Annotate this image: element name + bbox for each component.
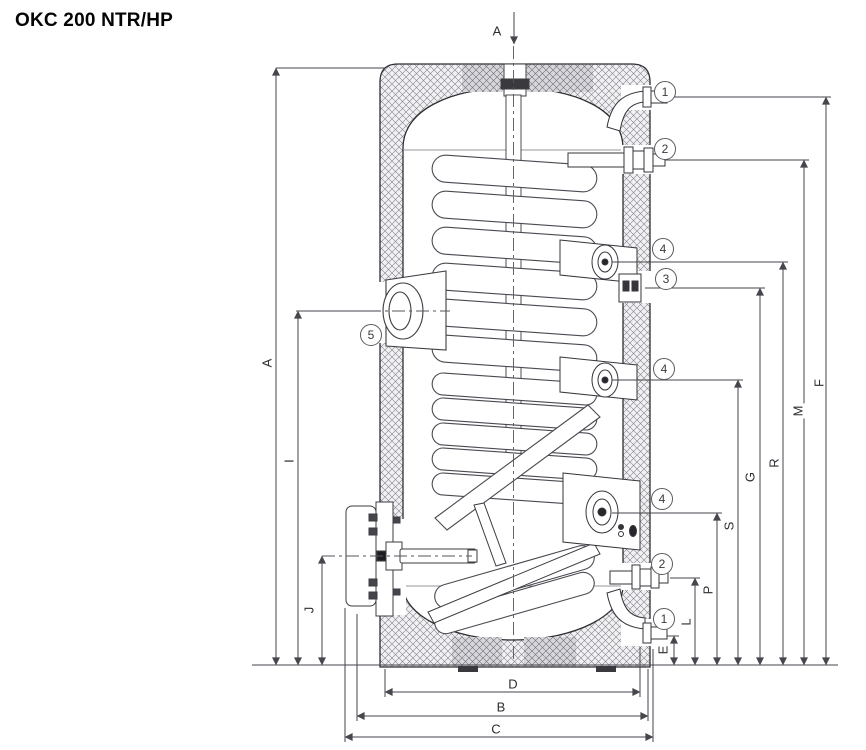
element-diagonal-short [473,502,507,567]
dim-label-g: G [742,469,758,485]
insulation-dark-top-left [462,65,503,92]
foot-right [596,666,616,672]
dim-label-b: B [494,699,508,715]
dim-label-a: A [259,356,275,370]
callout-1-bottom: 1 [653,608,675,630]
dim-label-s: S [721,519,737,533]
foot-left [458,666,478,672]
insulation-dark-bottom-left [452,637,502,666]
callout-2-bottom: 2 [651,553,673,575]
dim-label-j: J [301,604,317,616]
section-arrow-label: A [492,23,502,39]
callout-3: 3 [655,268,677,290]
heating-element-assembly [345,501,601,624]
dim-label-d: D [506,676,520,692]
coil-crossover [434,404,601,531]
dim-label-i: I [281,457,297,465]
dim-label-e: E [655,643,671,657]
callout-1-top: 1 [654,81,676,103]
dim-label-r: R [766,456,782,470]
callout-2-top: 2 [654,138,676,160]
left-port-5 [382,270,447,351]
dim-label-c: C [489,721,503,737]
page-title: OKC 200 NTR/HP [15,10,174,31]
insulation-dark-top-right [527,65,593,92]
heat-exchanger-coil [431,154,601,635]
insulation-dark-bottom-right [524,637,576,666]
dim-label-l: L [678,616,694,628]
dim-label-f: F [811,377,827,389]
callout-4-upper: 4 [652,238,674,260]
element-diagonal-long [427,542,601,624]
callout-4-lower: 4 [651,488,673,510]
dim-label-p: P [700,583,716,597]
callout-4-middle: 4 [653,358,675,380]
dimension-lines [252,12,838,742]
top-elbow-pipe [606,90,646,132]
dim-label-m: M [790,403,806,419]
callout-5: 5 [360,324,382,346]
bottom-elbow-pipe [606,588,646,630]
right-fittings [559,86,669,644]
